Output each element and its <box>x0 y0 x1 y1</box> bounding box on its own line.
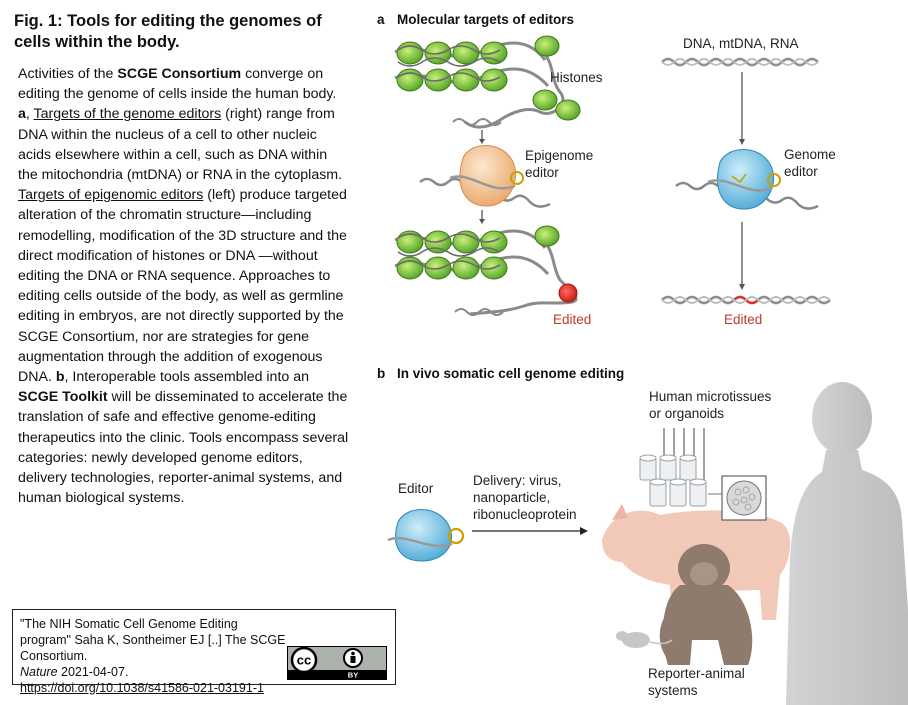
editor-illustration <box>387 509 465 562</box>
dna-strand-top <box>661 57 819 67</box>
panel-b-title: In vivo somatic cell genome editing <box>397 366 625 381</box>
chromatin-top-illustration <box>394 35 581 129</box>
caption-bold-scge: SCGE Consortium <box>117 66 242 82</box>
caption-text: , <box>25 106 34 123</box>
citation-journal: Nature <box>20 665 58 679</box>
histones-label: Histones <box>550 70 603 85</box>
microtissue-tubes-illustration <box>639 428 767 521</box>
caption-text: will be disseminated to accelerate the t… <box>18 389 349 507</box>
panel-b-letter: b <box>377 366 386 381</box>
down-arrow <box>479 130 485 144</box>
reporter-animal-label: Reporter-animal systems <box>648 666 745 698</box>
caption-text: , Interoperable tools assembled into an <box>64 369 310 386</box>
dna-strand-edited <box>661 295 831 305</box>
figure-title: Fig. 1: Tools for editing the genomes of… <box>14 12 322 51</box>
caption-bold-toolkit: SCGE Toolkit <box>18 389 108 406</box>
mouse-silhouette <box>616 631 673 648</box>
down-arrow <box>479 210 485 224</box>
caption-text: (right) range from DNA within the nucleu… <box>18 106 343 184</box>
microtissues-label: Human microtissues or organoids <box>649 389 772 421</box>
epigenome-editor-illustration <box>419 145 551 208</box>
caption-text: (left) produce targeted alteration of th… <box>18 187 347 386</box>
cc-by-license-icon[interactable]: cc BY <box>287 646 387 680</box>
genome-editor-label: Genome editor <box>784 147 836 179</box>
caption-label-b: b <box>55 369 65 386</box>
citation-text: "The NIH Somatic Cell Genome Editing pro… <box>20 617 286 663</box>
chromatin-edited-illustration <box>394 225 578 316</box>
citation-doi-link[interactable]: https://doi.org/10.1038/s41586-021-03191… <box>20 681 264 695</box>
figure-caption: Activities of the SCGE Consortium conver… <box>18 64 350 508</box>
citation-box: "The NIH Somatic Cell Genome Editing pro… <box>12 609 396 695</box>
genome-editor-illustration <box>675 149 819 210</box>
delivery-arrow <box>472 527 588 535</box>
caption-text: converge on editing the genome of cells … <box>18 66 337 103</box>
citation-journal-line: Nature 2021-04-07. <box>20 664 388 680</box>
caption-link-genome-editors[interactable]: Targets of the genome editors <box>33 106 222 123</box>
caption-link-epigenomic-editors[interactable]: Targets of epigenomic editors <box>18 187 204 204</box>
monkey-silhouette <box>659 544 753 665</box>
editor-label: Editor <box>398 481 434 496</box>
epigenome-editor-label: Epigenome editor <box>525 148 594 180</box>
down-arrow <box>739 222 745 290</box>
panel-a-title: Molecular targets of editors <box>397 12 575 27</box>
dna-mtdna-rna-label: DNA, mtDNA, RNA <box>683 36 799 51</box>
delivery-label: Delivery: virus, nanoparticle, ribonucle… <box>473 473 577 522</box>
panel-a-letter: a <box>377 12 385 27</box>
caption-text: Activities of the <box>18 66 118 82</box>
citation-date: 2021-04-07. <box>57 665 129 679</box>
edited-label-right: Edited <box>724 312 763 327</box>
edited-label-left: Edited <box>553 312 592 327</box>
caption-label-a: a <box>18 106 26 123</box>
down-arrow <box>739 72 745 145</box>
human-silhouette <box>786 382 908 705</box>
by-badge-text: BY <box>348 671 358 680</box>
cc-badge-text: cc <box>297 653 311 668</box>
